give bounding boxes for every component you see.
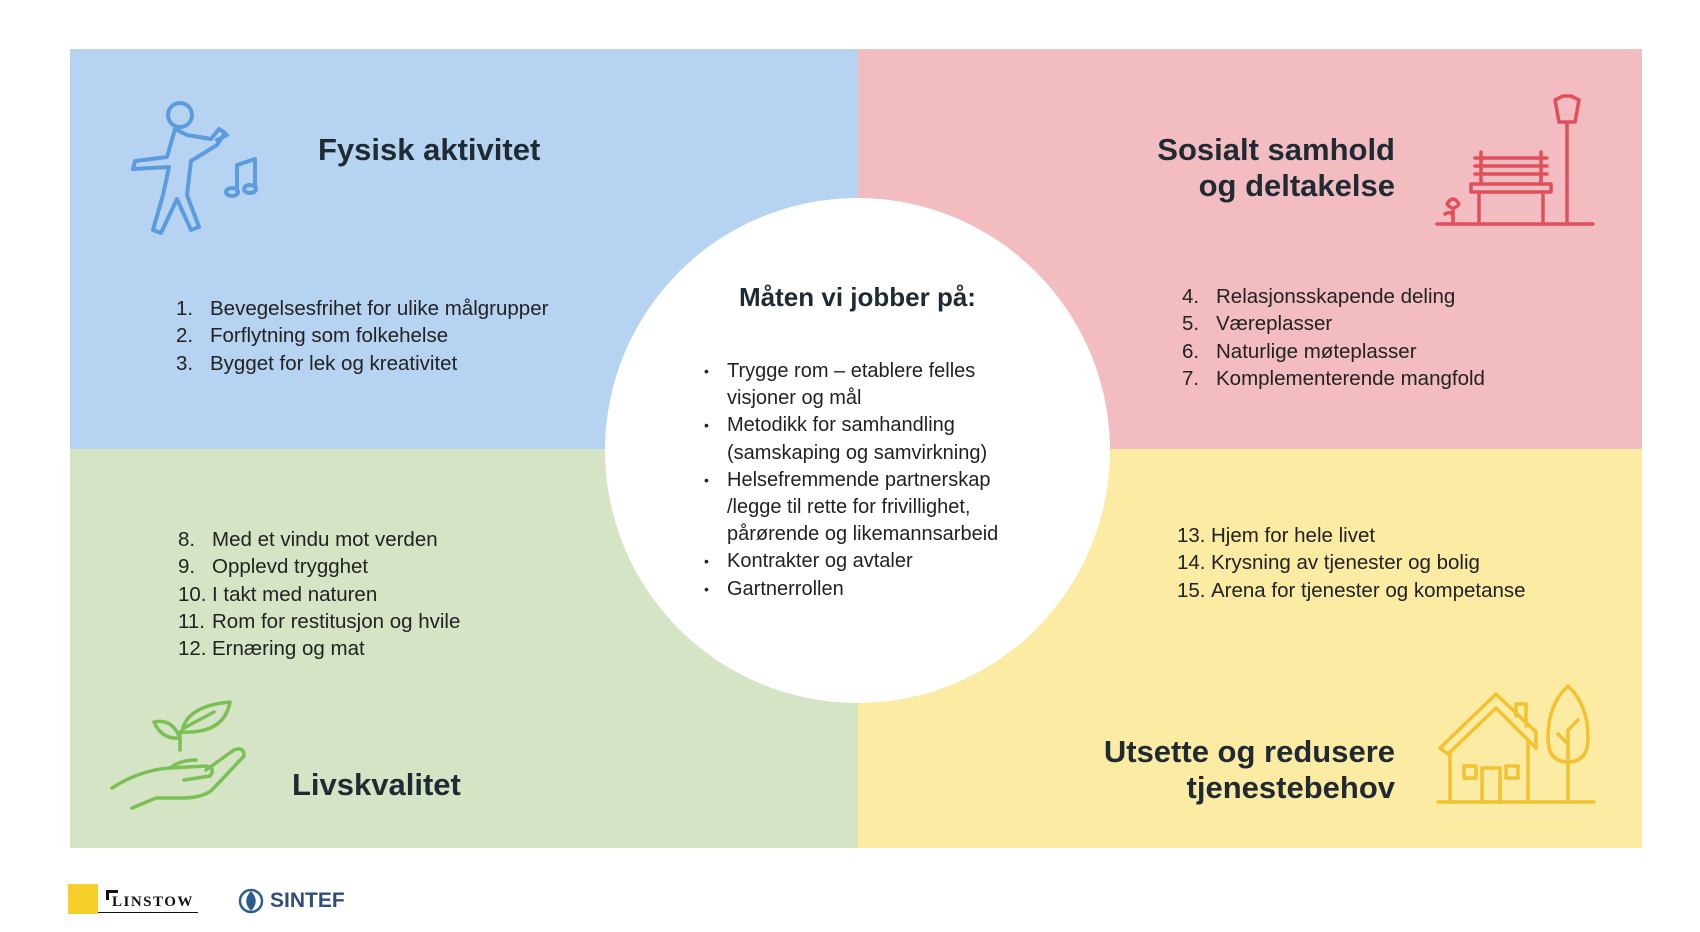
park-bench-lamp-icon [1435, 94, 1595, 226]
list-quality-of-life: 8.Med et vindu mot verden 9.Opplevd tryg… [178, 526, 460, 662]
linstow-logo-rule [98, 912, 198, 913]
center-title: Måten vi jobber på: [739, 282, 976, 312]
list-item: 7.Komplementerende mangfold [1182, 366, 1485, 390]
center-circle [605, 198, 1110, 703]
quadrant-title-social-cohesion: Sosialt samhold og deltakelse [1157, 132, 1395, 203]
list-item: 12.Ernæring og mat [178, 637, 365, 661]
quadrant-title-quality-of-life: Livskvalitet [292, 767, 461, 802]
hand-plant-icon [110, 700, 246, 810]
list-item: 4.Relasjonsskapende deling [1182, 285, 1456, 308]
list-item: 3.Bygget for lek og kreativitet [176, 351, 458, 375]
sintef-logo-text: SINTEF [270, 889, 345, 912]
list-item: 11.Rom for restitusjon og hvile [178, 609, 461, 633]
list-item: 8.Med et vindu mot verden [178, 528, 438, 551]
list-item: 1.Bevegelsesfrihet for ulike målgrupper [176, 297, 549, 320]
list-item: 2.Forflytning som folkehelse [176, 324, 449, 348]
linstow-logo-corner [106, 890, 109, 900]
list-item: 5.Væreplasser [1182, 312, 1333, 336]
linstow-logo-mark [68, 884, 98, 914]
list-item: •Gartnerrollen [704, 577, 844, 600]
list-item: 10.I takt med naturen [178, 582, 378, 606]
list-item: •Metodikk for samhandling(samskaping og … [704, 414, 988, 464]
list-reduce-service-needs: 13.Hjem for hele livet 14.Krysning av tj… [1177, 522, 1526, 604]
list-item: •Kontrakter og avtaler [704, 550, 913, 573]
list-item: 14.Krysning av tjenester og bolig [1177, 551, 1480, 575]
quadrant-title-physical-activity: Fysisk aktivitet [318, 132, 541, 167]
list-social-cohesion: 4.Relasjonsskapende deling 5.Væreplasser… [1182, 283, 1485, 392]
list-item: 9.Opplevd trygghet [178, 555, 369, 579]
list-item: •Helsefremmende partnerskap/legge til re… [704, 468, 999, 546]
quadrant-title-reduce-service-needs: Utsette og redusere tjenestebehov [1103, 734, 1395, 805]
linstow-logo-text: LINSTOW [112, 894, 194, 910]
linstow-logo: LINSTOW [68, 884, 200, 914]
dancing-person-icon [131, 101, 258, 235]
sintef-logo-mark [238, 888, 264, 914]
list-item: 6.Naturlige møteplasser [1182, 339, 1417, 363]
list-physical-activity: 1.Bevegelsesfrihet for ulike målgrupper … [176, 295, 548, 377]
list-item: 13.Hjem for hele livet [1177, 524, 1376, 547]
house-tree-icon [1436, 684, 1596, 804]
linstow-logo-corner-h [106, 890, 118, 893]
list-item: 15.Arena for tjenester og kompetanse [1177, 578, 1526, 602]
